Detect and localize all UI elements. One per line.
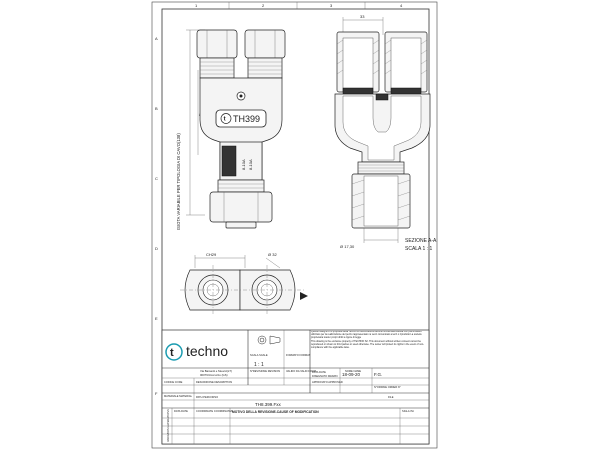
drawn-value: F.G.: [374, 372, 382, 377]
brand-logo-text: techno: [186, 343, 228, 359]
title-block: t techno Via Barsanti e Meucci(LT) 00079…: [161, 329, 430, 445]
code-value: TH8.399.Fxx: [255, 402, 282, 407]
row-marker-e: E: [155, 316, 158, 321]
section-dim-diam: Ø 17,30: [340, 244, 355, 249]
svg-text:t: t: [224, 117, 226, 123]
address-line-1: Via Barsanti e Meucci(LT): [200, 369, 232, 373]
name-label: NOME NAME: [345, 369, 361, 373]
column-markers: 1 2 3 4: [195, 2, 403, 9]
code-label: CODICE CODE: [164, 380, 183, 384]
row-marker-f: F: [155, 391, 158, 396]
svg-text:t: t: [170, 347, 174, 359]
col-marker-2: 2: [262, 3, 265, 8]
revision-cause-heading: MOTIVO DELLA REVISIONE-CAUSE OF MODIFICA…: [232, 410, 319, 414]
date-label: DATA DATE: [312, 370, 326, 374]
format-label: FORMATO FORMAT: [286, 353, 311, 357]
bottom-dim-ch29: CH29: [206, 252, 217, 257]
scale-value: 1 : 1: [254, 362, 264, 368]
material-label: MATERIALE MATERIAL: [164, 394, 193, 398]
section-view: 33: [334, 14, 437, 252]
alterations-label: VARIAZIONI ALTERATIONS: [166, 409, 170, 442]
coordinates-col: COORDINATE COORDINATES: [196, 409, 233, 413]
projection-symbol: [257, 335, 281, 345]
row-marker-b: B: [155, 106, 158, 111]
path-label: PATH PERCORSO: [196, 395, 218, 399]
row-marker-d: D: [155, 246, 158, 251]
rev-date-col: DATA DATE: [174, 409, 188, 413]
module-text-2: 8-10A: [248, 159, 253, 170]
initials-col: SIGLA INI.: [402, 409, 415, 413]
front-badge-th399: TH399: [233, 114, 260, 124]
col-marker-1: 1: [195, 3, 198, 8]
col-marker-3: 3: [330, 3, 333, 8]
module-text-1: 8-10A: [241, 159, 246, 170]
bottom-view: CH29 Ø 32: [180, 252, 308, 315]
address-line-2: 00079 Roccuzzo (GS): [200, 373, 228, 377]
order-label: N°ORDINE ORDER N°: [374, 385, 401, 389]
disclaimer-italian: Questo disegno è di proprietà della Tech…: [311, 331, 422, 339]
disclaimer-english: This drawing is the exclusive property o…: [311, 339, 425, 349]
description-label: DESCRIZIONE DESCRIPTION: [196, 380, 232, 384]
valid-from-label: VALIDO DA VALID FROM: [286, 369, 316, 373]
file-label: FILE: [388, 395, 394, 399]
row-marker-a: A: [155, 36, 158, 41]
row-marker-c: C: [155, 176, 158, 181]
row-markers: A B C D E F: [155, 36, 158, 396]
section-title: SEZIONE A-A: [405, 238, 437, 244]
scale-label: SCALA SCALE: [250, 353, 268, 357]
revision-label: N°REVISIONE REVISION: [250, 369, 280, 373]
date-value: 18-09-20: [342, 372, 361, 377]
col-marker-4: 4: [400, 3, 403, 8]
drawn-label: DISEGNATO DRAWN: [312, 374, 338, 378]
approved-label: APPROVATO APPROVED: [312, 380, 343, 384]
section-dim-33: 33: [360, 14, 365, 19]
section-scale: SCALA 1 : 1: [405, 246, 432, 252]
front-view: ISIOTA VARIABILE PER TIPOLOGIA DI CAVO(1…: [176, 29, 286, 230]
cable-type-note: ISIOTA VARIABILE PER TIPOLOGIA DI CAVO(1…: [176, 133, 181, 230]
bottom-dim-diam: Ø 32: [268, 252, 277, 257]
